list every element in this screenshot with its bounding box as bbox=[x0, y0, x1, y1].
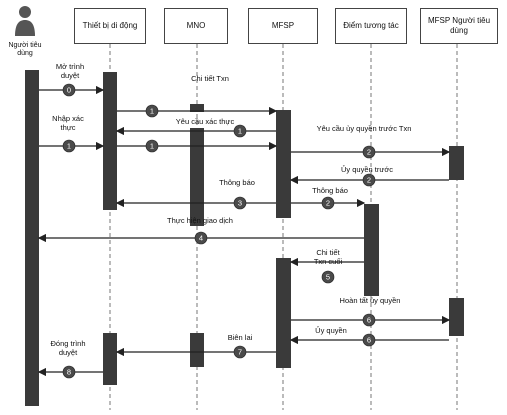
participant-consumer-mfsp: MFSP Người tiêu dùng bbox=[420, 8, 498, 44]
step-badge-complete-auth: 6 bbox=[362, 313, 376, 327]
step-number: 0 bbox=[67, 86, 71, 95]
step-number: 7 bbox=[238, 348, 242, 357]
msg-authorize: Ủy quyền bbox=[315, 326, 347, 335]
msg-open-browser: Mở trình duyệt bbox=[55, 62, 85, 80]
msg-txn-detail: Chi tiết Txn bbox=[191, 74, 229, 83]
participant-mfsp: MFSP bbox=[248, 8, 318, 44]
step-badge-final-txn: 5 bbox=[321, 270, 335, 284]
step-badge-preauth: 2 bbox=[362, 173, 376, 187]
step-number: 1 bbox=[150, 107, 154, 116]
step-badge-authorize: 6 bbox=[362, 333, 376, 347]
step-badge-auth-request: 1 bbox=[233, 124, 247, 138]
activation-bar-mno-2 bbox=[190, 128, 204, 226]
msg-complete-auth: Hoàn tất ủy quyền bbox=[339, 296, 401, 305]
step-number: 1 bbox=[150, 142, 154, 151]
step-badge-preauth-request: 2 bbox=[362, 145, 376, 159]
msg-enter-auth: Nhập xác thực bbox=[52, 114, 84, 132]
step-number: 1 bbox=[67, 142, 71, 151]
msg-perform-txn: Thực hiện giao dịch bbox=[167, 216, 233, 225]
activation-bar-pos-1 bbox=[364, 204, 379, 296]
step-number: 6 bbox=[367, 316, 371, 325]
msg-notify-1: Thông báo bbox=[219, 178, 255, 187]
step-badge-receipt: 7 bbox=[233, 345, 247, 359]
participant-mno: MNO bbox=[164, 8, 228, 44]
activation-bar-mfsp-2 bbox=[276, 258, 291, 368]
activation-bar-device-2 bbox=[103, 333, 117, 385]
msg-auth-request: Yêu cầu xác thực bbox=[175, 117, 235, 126]
participant-device: Thiết bị di động bbox=[74, 8, 146, 44]
step-number: 4 bbox=[199, 234, 203, 243]
person-icon bbox=[15, 6, 35, 36]
msg-receipt: Biên lai bbox=[227, 333, 253, 342]
participant-pos: Điểm tương tác bbox=[335, 8, 407, 44]
msg-final-txn: Chi tiết Txn cuối bbox=[313, 248, 343, 266]
step-badge-open-browser: 0 bbox=[62, 83, 76, 97]
step-number: 2 bbox=[367, 176, 371, 185]
step-number: 2 bbox=[367, 148, 371, 157]
msg-notify-2: Thông báo bbox=[312, 186, 348, 195]
msg-preauth: Ủy quyền trước bbox=[340, 165, 394, 174]
step-badge-notify-2: 2 bbox=[321, 196, 335, 210]
step-badge-txn-detail: 1 bbox=[145, 104, 159, 118]
step-number: 8 bbox=[67, 368, 71, 377]
step-badge-enter-auth: 1 bbox=[62, 139, 76, 153]
step-number: 3 bbox=[238, 199, 242, 208]
step-number: 5 bbox=[326, 273, 330, 282]
activation-bar-consumer-mfsp-1 bbox=[449, 146, 464, 180]
step-number: 1 bbox=[238, 127, 242, 136]
activation-bar-mno-3 bbox=[190, 333, 204, 367]
step-badge-txn-detail: 1 bbox=[145, 139, 159, 153]
activation-bar-mno-1 bbox=[190, 104, 204, 112]
activation-bar-actor bbox=[25, 70, 39, 406]
activation-bar-mfsp-1 bbox=[276, 110, 291, 218]
activation-bar-device-1 bbox=[103, 72, 117, 210]
activation-bar-consumer-mfsp-2 bbox=[449, 298, 464, 336]
msg-preauth-request: Yêu cầu ủy quyền trước Txn bbox=[316, 124, 412, 133]
step-badge-notify-1: 3 bbox=[233, 196, 247, 210]
step-number: 2 bbox=[326, 199, 330, 208]
step-badge-perform-txn: 4 bbox=[194, 231, 208, 245]
step-badge-close-browser: 8 bbox=[62, 365, 76, 379]
step-number: 6 bbox=[367, 336, 371, 345]
actor-label: Người tiêu dùng bbox=[8, 42, 42, 57]
msg-close-browser: Đóng trình duyệt bbox=[50, 339, 86, 357]
